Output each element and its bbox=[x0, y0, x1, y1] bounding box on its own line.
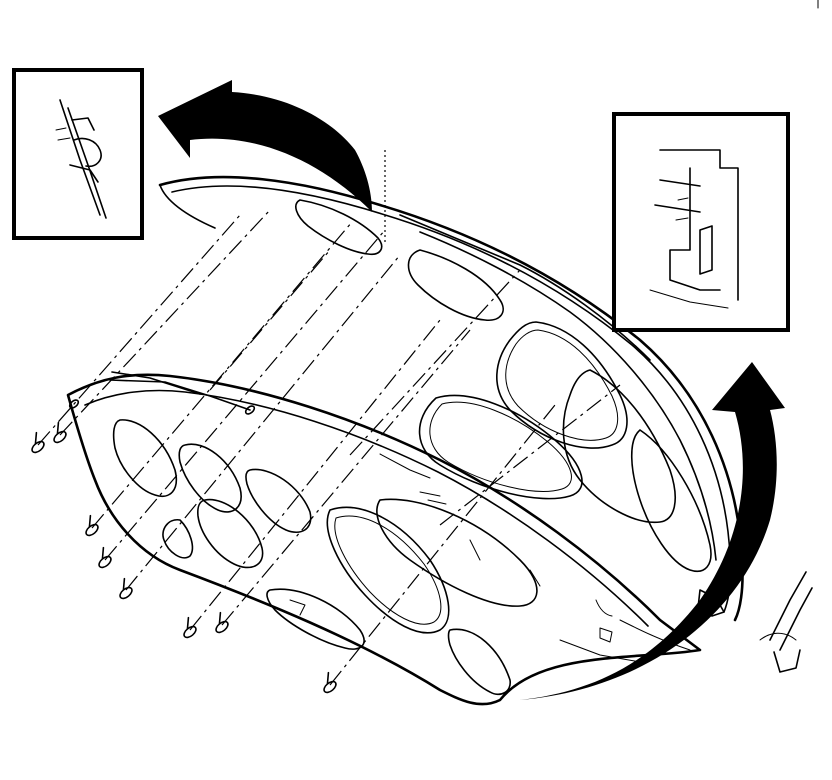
push-in-retainer bbox=[85, 514, 99, 537]
push-in-retainer bbox=[323, 671, 337, 694]
rotate-arrow-lower-right bbox=[520, 362, 785, 700]
rotate-arrow-upper-left bbox=[158, 80, 372, 212]
detail-inset-retainer bbox=[12, 68, 144, 240]
push-in-retainer bbox=[53, 421, 67, 444]
push-in-retainer bbox=[183, 616, 197, 639]
push-in-retainer bbox=[31, 431, 45, 454]
push-in-retainer bbox=[68, 399, 80, 409]
detail-inset-edge-clip bbox=[612, 112, 790, 332]
hood-panel bbox=[158, 175, 744, 663]
hood-insulator-pad bbox=[66, 371, 702, 706]
alignment-lines bbox=[37, 150, 621, 686]
push-in-retainer bbox=[215, 611, 229, 634]
push-in-retainer bbox=[119, 577, 133, 600]
fender-fragment bbox=[759, 571, 813, 673]
push-in-retainer bbox=[98, 546, 112, 569]
push-in-retainer bbox=[244, 405, 256, 415]
push-in-retainers bbox=[31, 399, 337, 694]
